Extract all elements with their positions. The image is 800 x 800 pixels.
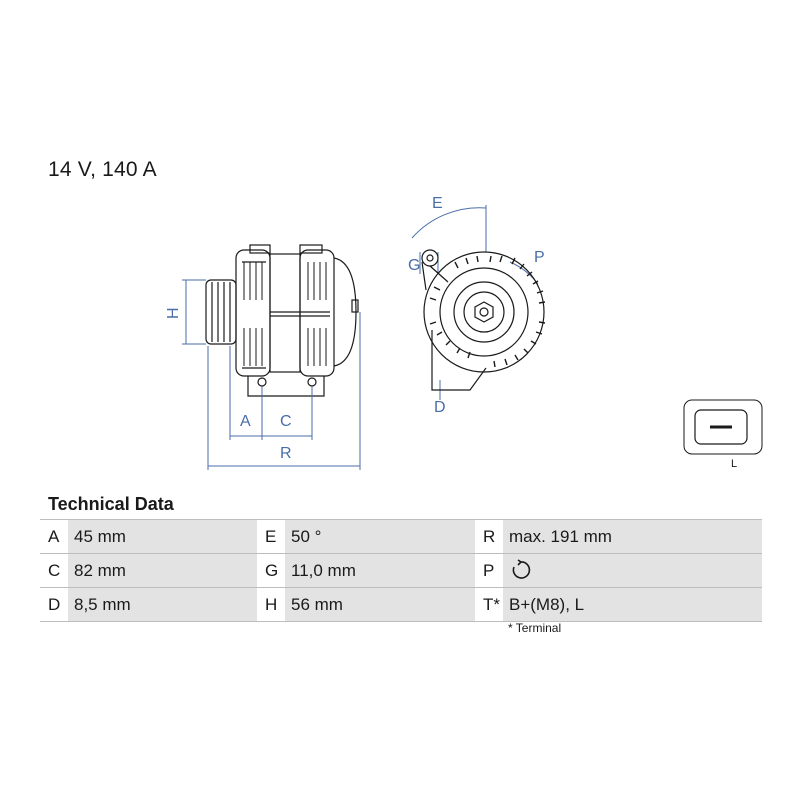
spec-value: 11,0 mm — [285, 554, 492, 587]
footnote: * Terminal — [508, 621, 562, 635]
technical-data-table: A 45 mm E 50 ° R max. 191 mm C 82 mm G 1… — [40, 519, 762, 622]
table-row: C 82 mm G 11,0 mm P — [40, 553, 762, 587]
dim-label-g: G — [408, 257, 420, 274]
spec-value: B+(M8), L — [503, 588, 762, 621]
spec-value: 82 mm — [68, 554, 281, 587]
dim-label-p: P — [534, 249, 545, 266]
spec-value: 45 mm — [68, 520, 281, 553]
connector-plug-diagram — [683, 399, 763, 455]
dim-label-e: E — [432, 195, 443, 212]
spec-value: 56 mm — [285, 588, 492, 621]
dim-label-d: D — [434, 399, 446, 416]
table-row: D 8,5 mm H 56 mm T* B+(M8), L — [40, 587, 762, 622]
alternator-side-view — [205, 244, 359, 397]
dimension-lines — [182, 205, 539, 470]
table-row: A 45 mm E 50 ° R max. 191 mm — [40, 519, 762, 553]
rotation-clockwise-icon — [512, 559, 531, 579]
technical-data-title: Technical Data — [48, 494, 174, 514]
page-title: 14 V, 140 A — [48, 158, 157, 181]
dim-label-a: A — [240, 413, 251, 430]
dim-label-c: C — [280, 413, 292, 430]
alternator-front-view — [421, 249, 546, 391]
connector-label: L — [731, 458, 737, 470]
alternator-technical-drawing: H A C R E G P D — [165, 195, 763, 470]
spec-value-rotation — [503, 554, 762, 587]
dim-label-h: H — [165, 307, 182, 319]
spec-value: max. 191 mm — [503, 520, 762, 553]
dim-label-r: R — [280, 445, 292, 462]
spec-value: 8,5 mm — [68, 588, 281, 621]
spec-value: 50 ° — [285, 520, 492, 553]
